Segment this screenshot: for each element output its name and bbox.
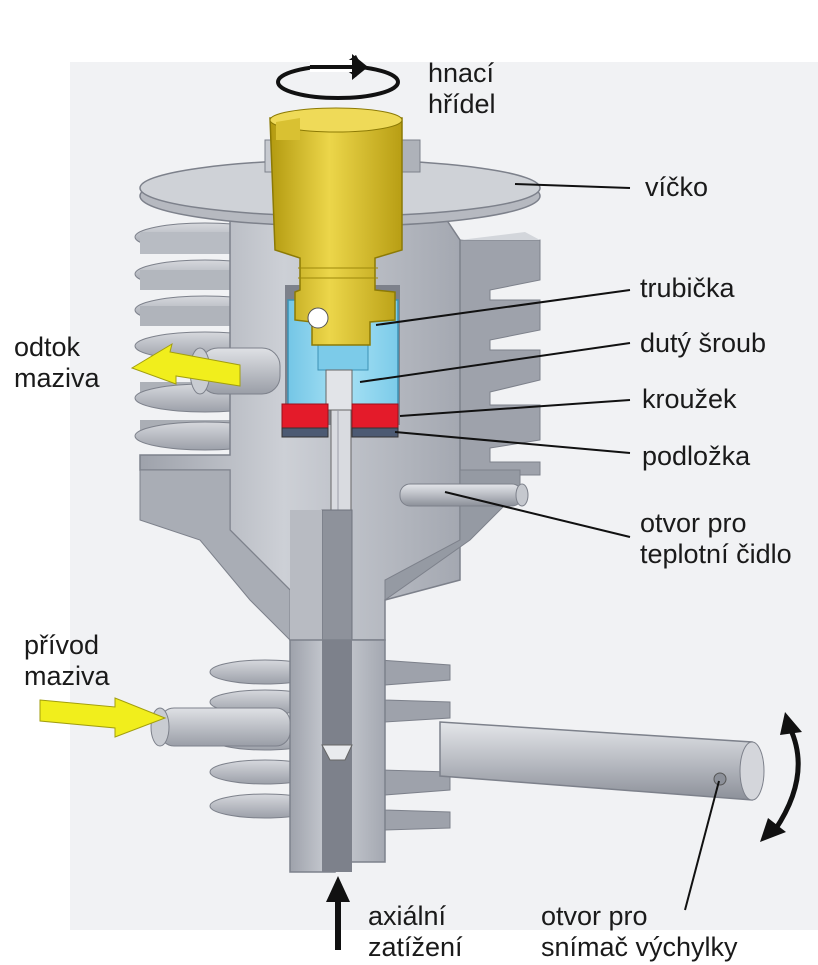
ring-part — [281, 403, 399, 429]
label-ring: kroužek — [642, 384, 737, 414]
label-deflection-sensor-hole-line2: snímač výchylky — [541, 932, 738, 962]
label-axial-load-line2: zatížení — [368, 932, 463, 962]
axial-load-arrow-icon — [326, 876, 350, 950]
label-lube-outlet: odtok maziva — [14, 332, 100, 394]
drive-shaft-part — [269, 107, 403, 346]
label-tube: trubička — [640, 273, 735, 303]
outlet-arrow-icon — [130, 342, 241, 387]
hollow-screw-part — [325, 369, 353, 511]
label-drive-shaft-line1: hnací — [428, 58, 495, 88]
deflection-sensor-hole — [713, 772, 727, 786]
label-lube-inlet-line2: maziva — [24, 661, 110, 691]
label-lid: víčko — [645, 172, 709, 202]
label-lube-outlet-line1: odtok — [14, 332, 81, 362]
label-hollow-screw: dutý šroub — [640, 328, 767, 358]
label-axial-load: axiální zatížení — [368, 901, 463, 963]
label-temperature-sensor-hole: otvor pro teplotní čidlo — [640, 508, 792, 570]
label-drive-shaft-line2: hřídel — [428, 89, 496, 119]
inlet-arrow-icon — [39, 697, 167, 738]
label-drive-shaft: hnací hřídel — [428, 58, 496, 120]
temperature-sensor-hole — [399, 483, 529, 507]
lube-inlet-pipe — [150, 707, 291, 747]
label-deflection-sensor-hole-line1: otvor pro — [541, 901, 648, 931]
deflection-rod — [439, 721, 765, 801]
label-washer: podložka — [642, 441, 751, 471]
leader-lines — [359, 183, 720, 911]
label-lube-outlet-line2: maziva — [14, 363, 100, 393]
label-temperature-sensor-hole-line2: teplotní čidlo — [640, 539, 792, 569]
label-lube-inlet: přívod maziva — [24, 630, 110, 692]
rotation-arrow-icon — [276, 54, 400, 100]
label-lube-inlet-line1: přívod — [24, 630, 100, 660]
swing-arrow-icon — [760, 712, 802, 842]
label-deflection-sensor-hole: otvor pro snímač výchylky — [541, 901, 738, 963]
label-temperature-sensor-hole-line1: otvor pro — [640, 508, 747, 538]
label-axial-load-line1: axiální — [368, 901, 447, 931]
